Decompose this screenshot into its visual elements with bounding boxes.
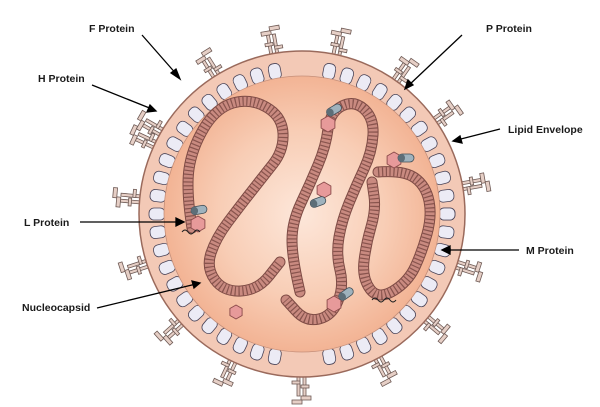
f-protein-leader [141,34,179,77]
nucleocapsid-coil-helix [183,96,288,296]
label-l-protein: L Protein [24,217,69,229]
label-lipid-envelope: Lipid Envelope [508,124,583,136]
label-p-protein: P Protein [486,23,532,35]
h-spike-icon [260,24,284,60]
hexagon-icon [316,181,332,199]
h-spike-icon [291,371,312,405]
nucleocapsid-leader [96,283,197,309]
hexagon-icon [326,295,342,313]
m-protein-cell [437,189,455,203]
m-protein-cell [437,225,455,239]
capsule-icon [309,196,327,208]
m-protein-cell [148,207,166,221]
label-m-protein: M Protein [526,245,574,257]
m-protein-cell [438,207,456,221]
rna-squiggle-left [181,229,201,235]
m-protein-layer [148,63,456,365]
p-protein-leader [407,34,463,87]
capsule-icon [326,103,342,117]
m-protein-cell [149,189,167,203]
rna-squiggle-right [371,297,397,303]
capsule-icon [338,287,354,301]
capsule-icon [397,153,415,163]
hexagon-icon [229,304,243,320]
lipid-envelope-leader [456,128,501,141]
h-spike-icon [456,172,492,196]
label-h-protein: H Protein [38,73,85,85]
leader-lines [80,34,519,309]
nucleocapsid-coil-helix [359,167,435,300]
capsule-icon [190,204,208,216]
label-f-protein: F Protein [89,23,135,35]
hexagon-icon [320,115,336,133]
protein-markers [190,103,415,320]
h-protein-leader [91,84,153,110]
label-nucleocapsid: Nucleocapsid [22,302,90,314]
hexagon-icon [190,215,206,233]
m-protein-cell [149,225,167,239]
